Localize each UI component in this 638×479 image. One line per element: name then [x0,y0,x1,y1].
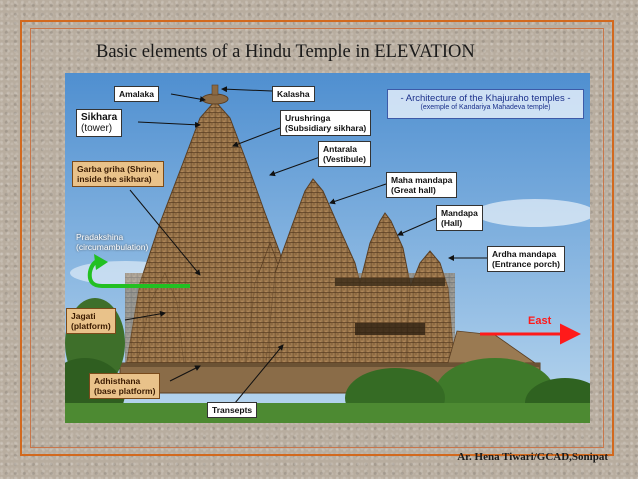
label-jagati: Jagati(platform) [66,308,116,334]
label-mandapa: Mandapa(Hall) [436,205,483,231]
label-ardha-mandapa: Ardha mandapa(Entrance porch) [487,246,566,272]
leader-transepts [234,344,284,404]
slide-title: Basic elements of a Hindu Temple in ELEV… [96,42,475,62]
label-kalasha: Kalasha [272,86,315,102]
label-amalaka: Amalaka [114,86,159,102]
label-garba-griha: Garba griha (Shrine,inside the sikhara) [72,161,164,187]
inner-frame [30,28,604,448]
label-sikhara: Sikhara(tower) [76,109,123,137]
author-credit: Ar. Hena Tiwari/GCAD,Sonipat [457,451,608,463]
leader-jagati [124,310,166,321]
note-box: - Architecture of the Khajuraho temples … [387,89,584,119]
label-maha-mandapa: Maha mandapa(Great hall) [386,172,458,198]
leader-maha-mandapa [329,183,387,205]
leader-mandapa [397,217,438,236]
leader-adhisthana [169,365,201,382]
label-adhisthana: Adhisthana(base platform) [89,373,161,399]
label-east: East [528,315,552,327]
leader-garba-griha [129,189,201,276]
circumambulation-arrow [87,254,190,288]
leader-antarala [269,156,321,177]
label-transepts: Transepts [207,402,258,418]
label-pradakshina: Pradakshina(circumambulation) [76,232,149,252]
leader-urushringa [232,127,281,148]
label-urushringa: Urushringa(Subsidiary sikhara) [280,110,372,136]
leader-amalaka [170,93,206,103]
trees [65,298,590,423]
outer-frame [20,20,614,456]
note-title: - Architecture of the Khajuraho temples … [400,93,571,104]
label-antarala: Antarala(Vestibule) [318,141,371,167]
leader-kalasha [221,86,273,93]
leader-sikhara [137,121,201,128]
note-subtitle: (exemple of Kandariya Mahadeva temple) [420,104,551,111]
